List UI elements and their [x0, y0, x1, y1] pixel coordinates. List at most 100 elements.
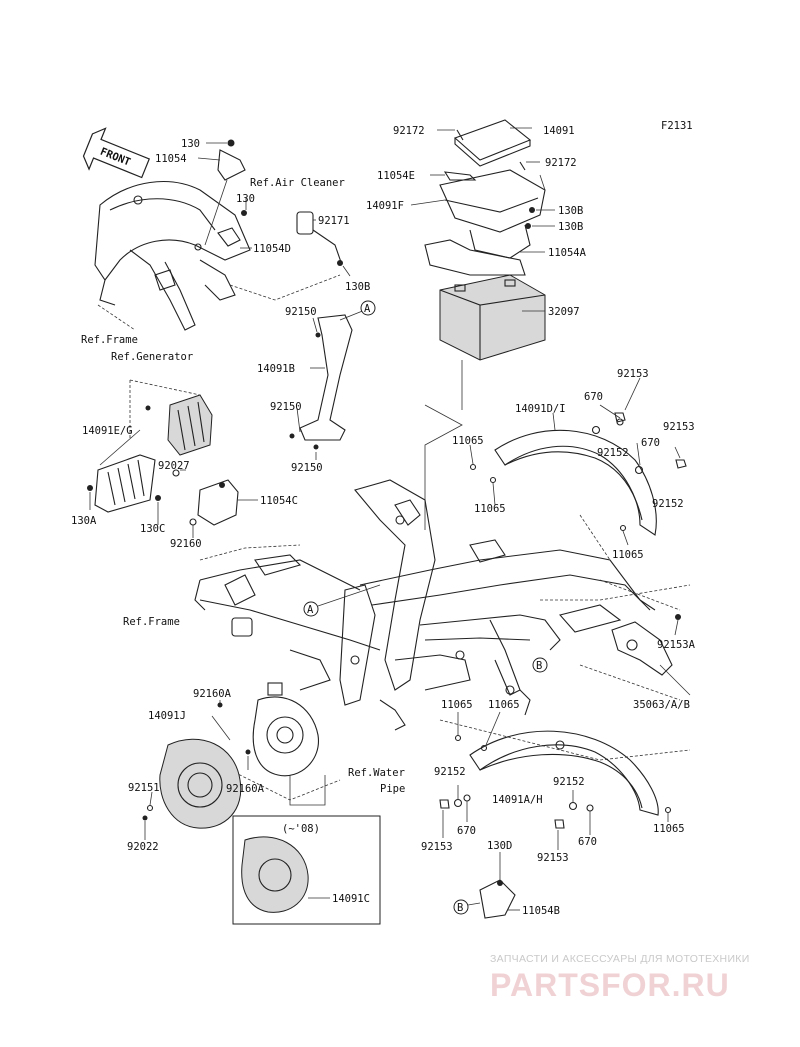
label-11065-a: 11065 — [452, 435, 484, 447]
bolt-92153A — [675, 614, 681, 620]
label-670-d: 670 — [578, 836, 597, 848]
label-92150-a: 92150 — [285, 306, 317, 318]
bolt-92172-b — [519, 161, 540, 171]
side-cover-bracket-14091B — [299, 309, 366, 441]
washer-670-a — [616, 418, 624, 426]
bolt-92172-a — [437, 129, 464, 141]
label-11065-f: 11065 — [653, 823, 685, 835]
label-92171: 92171 — [318, 215, 350, 227]
callout-b-frame-label: B — [536, 660, 542, 672]
generator-inner-cover — [252, 682, 319, 777]
label-92160A-a: 92160A — [193, 688, 232, 700]
ref-air-cleaner: Ref.Air Cleaner — [250, 177, 345, 189]
bracket-11054C — [197, 479, 258, 526]
label-130D: 130D — [487, 840, 512, 852]
main-frame — [194, 479, 691, 801]
label-11054E: 11054E — [377, 170, 415, 182]
part-11054D-bracket — [217, 227, 252, 249]
battery-32097 — [439, 274, 546, 361]
label-670-a: 670 — [584, 391, 603, 403]
part-130-bolt-mid — [241, 210, 247, 216]
bolt-92022 — [142, 815, 148, 821]
washer-670-c — [463, 794, 471, 802]
callout-a-top: A — [360, 300, 376, 316]
bolt-92150-b — [289, 433, 295, 439]
label-92153A: 92153A — [657, 639, 696, 651]
bolt-130A — [87, 485, 93, 491]
part-130B-right-1 — [529, 207, 555, 213]
label-92153-a: 92153 — [617, 368, 649, 380]
label-130B-left: 130B — [345, 281, 370, 293]
figure-code: F2131 — [661, 120, 693, 132]
nut-92152-c — [453, 798, 463, 808]
bracket-11054B — [479, 879, 520, 919]
label-92022: 92022 — [127, 841, 159, 853]
part-130B-left — [337, 260, 351, 277]
label-92152-b: 92152 — [652, 498, 684, 510]
bolt-92160 — [189, 518, 197, 526]
callout-b-frame: B — [532, 657, 548, 673]
label-92150-b: 92150 — [270, 401, 302, 413]
label-14091: 14091 — [543, 125, 575, 137]
callout-b-bottom-label: B — [457, 902, 463, 914]
label-14091J: 14091J — [148, 710, 186, 722]
ref-generator: Ref.Generator — [111, 351, 193, 363]
nut-92153-a — [614, 412, 626, 423]
variant-inset-box — [232, 815, 381, 925]
label-130C: 130C — [140, 523, 165, 535]
label-130B-right-1: 130B — [558, 205, 583, 217]
label-11065-c: 11065 — [612, 549, 644, 561]
label-14091AH: 14091A/H — [492, 794, 543, 806]
washer-670-d — [586, 804, 594, 812]
bolt-92160A-a — [217, 702, 223, 708]
label-92152-c: 92152 — [434, 766, 466, 778]
battery-cover-14091 — [453, 119, 532, 167]
clip-11065-d — [454, 734, 462, 742]
label-14091F: 14091F — [366, 200, 404, 212]
label-92153-d: 92153 — [537, 852, 569, 864]
nut-92152-d — [568, 801, 578, 811]
clip-11065-e — [480, 744, 488, 752]
clip-11065-a — [469, 463, 477, 471]
callout-b-bottom: B — [453, 899, 481, 915]
label-92151: 92151 — [128, 782, 160, 794]
callout-a-frame-label: A — [307, 604, 314, 616]
front-arrow: FRONT — [82, 127, 151, 179]
clip-11065-b — [489, 476, 497, 484]
clip-11065-f — [664, 806, 672, 814]
label-11054A: 11054A — [548, 247, 587, 259]
rear-fender-cover-upper-14091DI — [494, 412, 657, 536]
grommet-92151 — [146, 804, 154, 812]
label-14091EG: 14091E/G — [82, 425, 133, 437]
part-11054-bracket — [197, 149, 246, 246]
part-11054E-strap — [430, 171, 477, 181]
label-670-b: 670 — [641, 437, 660, 449]
upper-frame-sketch — [94, 181, 341, 331]
battery-to-frame-leader — [424, 404, 463, 530]
bracket-35063 — [611, 621, 691, 696]
label-92172-a: 92172 — [393, 125, 425, 137]
bolt-92160A-b — [245, 749, 251, 755]
label-14091DI: 14091D/I — [515, 403, 566, 415]
ref-frame-top: Ref.Frame — [81, 334, 138, 346]
label-92027: 92027 — [158, 460, 190, 472]
bolt-130C — [155, 495, 161, 501]
bolt-92153-d — [554, 819, 565, 829]
label-92153-b: 92153 — [663, 421, 695, 433]
part-130-bolt-top — [206, 139, 235, 147]
label-130A: 130A — [71, 515, 97, 527]
callout-a-top-label: A — [364, 303, 371, 315]
ref-water-pipe-line2: Pipe — [380, 783, 405, 795]
clip-11065-c — [619, 524, 627, 532]
label-92160: 92160 — [170, 538, 202, 550]
label-11054D: 11054D — [253, 243, 291, 255]
nut-92153-b — [675, 459, 687, 469]
label-92152-a: 92152 — [597, 447, 629, 459]
part-130B-right-2 — [525, 223, 555, 229]
label-92150-c: 92150 — [291, 462, 323, 474]
label-32097: 32097 — [548, 306, 580, 318]
label-11054B: 11054B — [522, 905, 560, 917]
ref-water-pipe-line1: Ref.Water — [348, 767, 405, 779]
side-cover-14091EG — [94, 454, 156, 513]
